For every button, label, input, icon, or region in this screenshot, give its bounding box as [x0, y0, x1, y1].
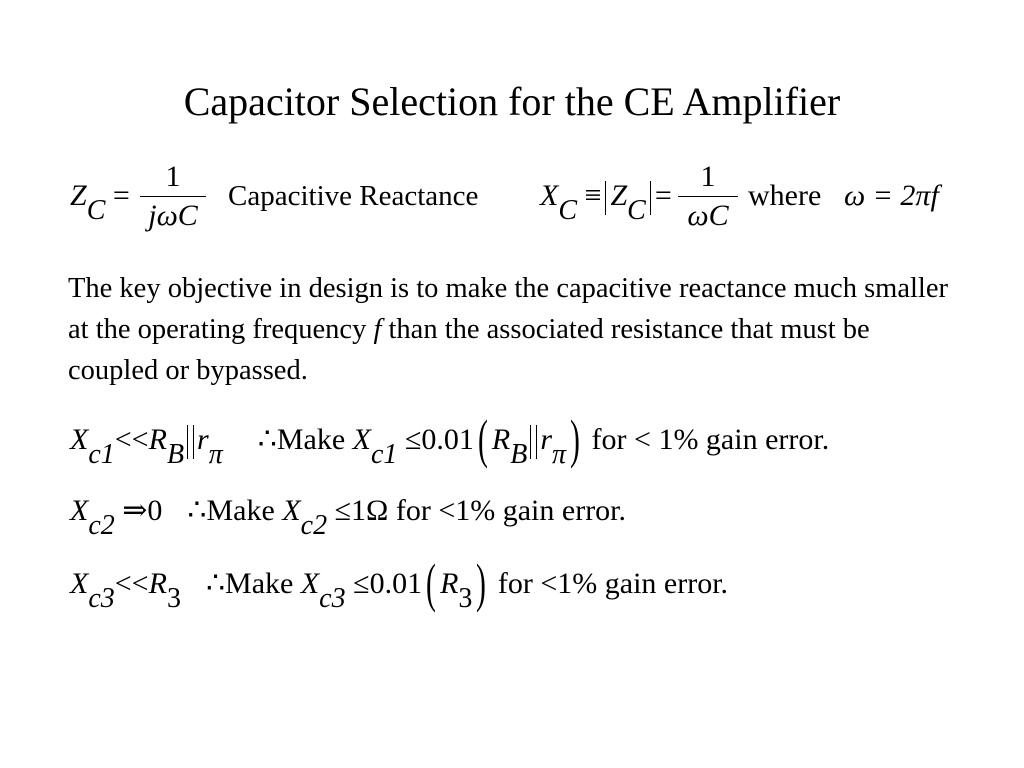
design-objective-paragraph: The key objective in design is to make t…	[68, 268, 948, 391]
row2-relation: ⇒	[122, 494, 148, 527]
row1-for: for	[591, 422, 627, 456]
row2-x: X	[70, 494, 89, 527]
slide-title: Capacitor Selection for the CE Amplifier	[183, 79, 841, 124]
row1-paren-pr: r	[540, 422, 553, 456]
capacitive-reactance-label: Capacitive Reactance	[228, 180, 479, 212]
row3-leq: ≤	[353, 566, 370, 600]
zc-symbol: Z	[70, 179, 87, 212]
where-label: where	[748, 179, 822, 212]
row1-make-sub: c1	[371, 438, 398, 470]
row1-parallel-r: r	[197, 422, 209, 456]
row2-make-x: X	[282, 494, 301, 527]
xc-subscript: C	[558, 195, 578, 226]
fraction2-denominator: ωC	[687, 199, 729, 232]
row1-paren-parallel	[530, 425, 538, 459]
row2-lt: <	[438, 494, 456, 527]
row3-for: for	[497, 566, 533, 600]
equals-sign-2: =	[654, 179, 672, 212]
xc-definition: XC ≡ZC=	[540, 179, 672, 226]
paragraph-part-2: than the associated resistance that must…	[68, 314, 870, 386]
row3-rhs-sub: 3	[166, 582, 181, 614]
row3-x-sub: c3	[88, 582, 115, 614]
row1-right-paren: )	[570, 409, 580, 469]
row3-coef: 0.01	[369, 566, 423, 600]
equivalence-sign: ≡	[584, 179, 602, 212]
abs-z-symbol: Z	[610, 179, 628, 212]
row1-parallel-sub: π	[208, 438, 223, 470]
row3-rhs: R	[148, 566, 167, 600]
fraction-one-over-jwc: 1 jωC	[140, 162, 206, 231]
row1-relation: <<	[114, 422, 149, 456]
frequency-symbol: f	[373, 314, 382, 345]
row1-x-sub: c1	[88, 438, 115, 470]
fraction-one-over-wc: 1 ωC	[678, 162, 738, 231]
row1-rhs-sub: B	[166, 438, 185, 470]
row1-lt: <	[634, 422, 651, 456]
row2-value: 1Ω	[351, 494, 389, 527]
omega-definition: ω = 2πf	[844, 179, 939, 212]
fraction-denominator: jωC	[148, 199, 198, 232]
row2-leq: ≤	[334, 494, 352, 527]
row1-paren-pr-sub: π	[552, 438, 567, 470]
row1-coef: 0.01	[421, 422, 474, 456]
row1-x: X	[70, 422, 89, 456]
row3-right-paren: )	[476, 553, 487, 613]
row1-left-paren: (	[477, 409, 488, 469]
abs-z-subscript: C	[627, 195, 646, 226]
row3-x: X	[70, 566, 89, 600]
row1-tail: 1% gain error.	[658, 422, 830, 456]
row3-therefore-make: ∴Make	[205, 566, 294, 600]
row1-make-x: X	[352, 422, 371, 456]
row1-leq: ≤	[404, 422, 422, 456]
row1-parallel-symbol	[187, 425, 195, 459]
paragraph-part-1: The key objective in design is to make t…	[68, 273, 948, 345]
row1-paren-r-sub: B	[510, 438, 528, 470]
row3-make-sub: c3	[319, 582, 346, 614]
row2-rhs: 0	[147, 494, 163, 527]
row1-therefore-make: ∴Make	[257, 422, 346, 456]
row1-rhs: R	[148, 422, 167, 456]
fraction2-numerator: 1	[700, 160, 716, 193]
coupling-capacitor-c2-row: Xc2 ⇒0 ∴Make Xc2 ≤1Ω for <1% gain error.	[70, 494, 627, 541]
zc-term: ZC =	[70, 179, 130, 226]
fraction-numerator: 1	[165, 160, 181, 193]
fraction2-bar	[678, 196, 738, 197]
row3-left-paren: (	[426, 553, 437, 613]
row3-paren-r: R	[440, 566, 459, 600]
fraction-bar	[140, 196, 206, 197]
equals-sign: =	[112, 179, 130, 212]
row3-lt: <	[540, 566, 558, 600]
row3-relation: <<	[114, 566, 149, 600]
abs-right-bar	[649, 181, 651, 216]
zc-subscript: C	[86, 195, 106, 226]
row2-therefore-make: ∴Make	[187, 494, 275, 527]
row2-for: for	[395, 494, 431, 527]
abs-left-bar	[605, 181, 607, 216]
row3-tail: 1% gain error.	[557, 566, 729, 600]
bypass-capacitor-c3-row: Xc3<<R3 ∴Make Xc3 ≤0.01(R3) for <1% gain…	[70, 553, 729, 614]
row2-tail: 1% gain error.	[455, 494, 627, 527]
row3-make-x: X	[300, 566, 320, 600]
row2-make-sub: c2	[300, 510, 328, 541]
row2-x-sub: c2	[88, 510, 115, 541]
xc-symbol: X	[540, 179, 559, 212]
row3-paren-r-sub: 3	[458, 582, 473, 614]
row1-paren-r: R	[491, 422, 511, 456]
